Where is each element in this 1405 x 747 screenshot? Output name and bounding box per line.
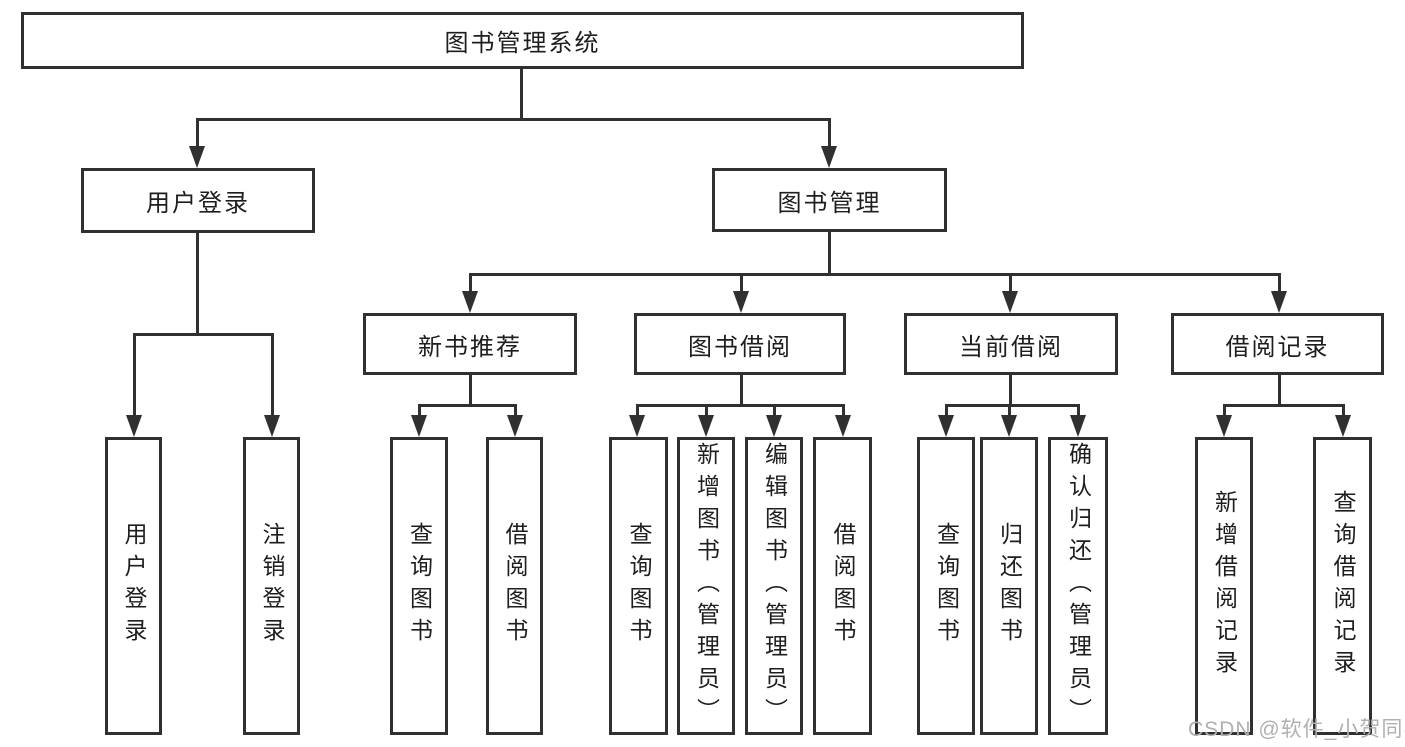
arrow-down-icon [821,146,837,168]
leaf-query-book-recommend: 查询图书 [390,437,448,735]
connector-vline [945,404,948,417]
node-root: 图书管理系统 [21,12,1024,69]
leaf-confirm-return-admin: 确认归还（管理员） [1048,437,1108,735]
arrow-down-icon [1216,415,1232,437]
connector-vline [196,233,199,336]
node-borrow-record: 借阅记录 [1171,313,1384,375]
connector-vline [1008,404,1011,417]
connector-vline [1278,375,1281,407]
connector-vline [1077,404,1080,417]
connector-hline [945,404,1079,407]
connector-hline [418,404,516,407]
arrow-down-icon [835,415,851,437]
arrow-down-icon [629,415,645,437]
connector-vline [828,118,831,148]
connector-hline [1223,404,1344,407]
watermark: CSDN @软件_小贺同学 [1188,718,1405,741]
arrow-down-icon [462,291,478,313]
leaf-query-borrow-record: 查询借阅记录 [1313,437,1372,735]
connector-vline [740,375,743,407]
leaf-borrow-book-recommend: 借阅图书 [486,437,543,735]
arrow-down-icon [1070,415,1086,437]
arrow-down-icon [126,415,142,437]
connector-vline [828,232,831,276]
arrow-down-icon [411,415,427,437]
connector-vline [705,404,708,417]
connector-vline [1009,375,1012,407]
connector-hline [133,333,274,336]
connector-vline [520,69,523,121]
connector-vline [636,404,639,417]
connector-vline [1223,404,1226,417]
connector-vline [196,118,199,148]
arrow-down-icon [189,146,205,168]
leaf-add-borrow-record: 新增借阅记录 [1195,437,1253,735]
leaf-user-login: 用户登录 [105,437,162,735]
arrow-down-icon [1335,415,1351,437]
connector-hline [636,404,844,407]
arrow-down-icon [766,415,782,437]
connector-hline [196,118,831,121]
leaf-borrow-book: 借阅图书 [813,437,872,735]
connector-vline [418,404,421,417]
arrow-down-icon [264,415,280,437]
connector-vline [271,333,274,417]
connector-vline [1278,273,1281,293]
arrow-down-icon [733,291,749,313]
node-user-login: 用户登录 [81,168,315,233]
leaf-query-book: 查询图书 [609,437,668,735]
node-book-borrow: 图书借阅 [634,313,846,375]
leaf-return-book: 归还图书 [980,437,1038,735]
arrow-down-icon [1271,291,1287,313]
connector-vline [133,333,136,417]
connector-vline [740,273,743,293]
leaf-edit-book-admin: 编辑图书（管理员） [745,437,803,735]
connector-vline [1342,404,1345,417]
arrow-down-icon [1002,291,1018,313]
node-book-management: 图书管理 [712,168,947,232]
node-current-borrow: 当前借阅 [904,313,1118,375]
connector-vline [469,375,472,407]
node-new-book-recommend: 新书推荐 [363,313,577,375]
connector-vline [773,404,776,417]
leaf-logout: 注销登录 [243,437,300,735]
arrow-down-icon [507,415,523,437]
connector-vline [842,404,845,417]
arrow-down-icon [698,415,714,437]
connector-vline [1009,273,1012,293]
arrow-down-icon [938,415,954,437]
leaf-add-book-admin: 新增图书（管理员） [677,437,735,735]
connector-hline [469,273,1280,276]
connector-vline [469,273,472,293]
arrow-down-icon [1001,415,1017,437]
connector-vline [514,404,517,417]
leaf-query-current: 查询图书 [917,437,975,735]
